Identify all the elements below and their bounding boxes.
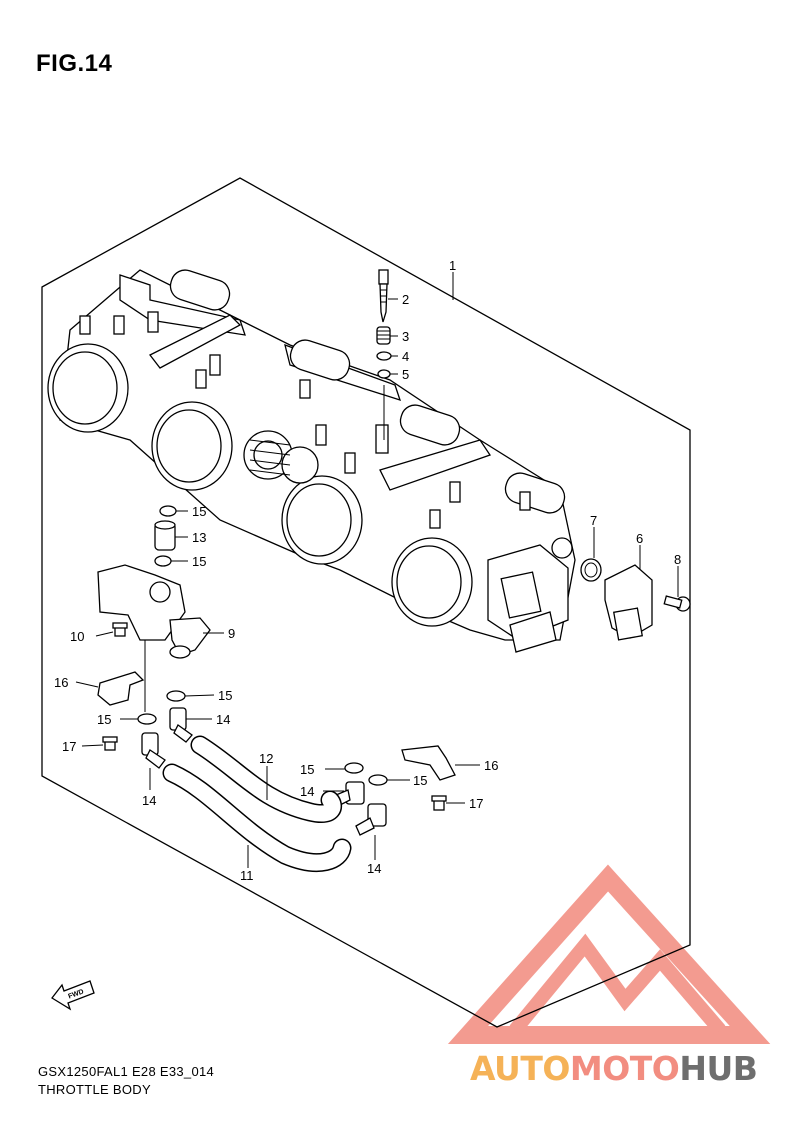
brand-hub: HUB — [679, 1049, 758, 1088]
joint-bracket-part — [97, 564, 211, 659]
joint-part — [154, 520, 176, 551]
model-code: GSX1250FAL1 E28 E33_014 — [38, 1064, 215, 1079]
callout-4: 4 — [402, 349, 409, 364]
diagram-caption: GSX1250FAL1 E28 E33_014 THROTTLE BODY — [38, 1063, 214, 1099]
clamp-part-16-right — [401, 745, 456, 781]
fwd-arrow-icon: FWD — [51, 980, 95, 1011]
callout-16-a: 16 — [54, 675, 68, 690]
sensor-part — [604, 564, 653, 641]
bolt-part-10 — [112, 622, 128, 637]
watermark-brand: AUTOMOTOHUB — [470, 1049, 758, 1088]
callout-17-a: 17 — [62, 739, 76, 754]
callout-15-f: 15 — [413, 773, 427, 788]
callout-15-b: 15 — [192, 554, 206, 569]
callout-12: 12 — [259, 751, 273, 766]
washer-part — [376, 351, 392, 361]
callout-16-b: 16 — [484, 758, 498, 773]
o-ring-part-15-d — [137, 713, 157, 725]
callout-17-b: 17 — [469, 796, 483, 811]
elbow-part-14-b — [141, 732, 166, 769]
callout-6: 6 — [636, 531, 643, 546]
brand-moto: MOTO — [569, 1049, 680, 1088]
callout-11: 11 — [240, 868, 254, 883]
callout-8: 8 — [674, 552, 681, 567]
callout-14-d: 14 — [367, 861, 381, 876]
o-ring-part-7 — [580, 558, 602, 582]
o-ring-part-15-c — [166, 690, 186, 702]
callout-15-d: 15 — [97, 712, 111, 727]
o-ring-part-15-f — [368, 774, 388, 786]
callout-3: 3 — [402, 329, 409, 344]
callout-9: 9 — [228, 626, 235, 641]
callout-14-b: 14 — [142, 793, 156, 808]
o-ring-part-15-e — [344, 762, 364, 774]
o-ring-part-15-mid — [154, 555, 172, 567]
sensor-screw-part — [663, 595, 691, 612]
o-ring-part-5 — [377, 369, 391, 379]
o-ring-part-15-upper — [159, 505, 177, 517]
watermark-logo-icon — [447, 864, 771, 1044]
callout-10: 10 — [70, 629, 84, 644]
adjust-screw-part — [378, 269, 389, 323]
assembly-outline — [41, 177, 691, 1028]
clamp-part-16-left — [97, 671, 145, 706]
figure-title: FIG.14 — [36, 50, 113, 77]
callout-14-c: 14 — [300, 784, 314, 799]
callout-5: 5 — [402, 367, 409, 382]
bolt-part-17-right — [431, 795, 447, 811]
bolt-part-17-left — [102, 736, 118, 751]
callout-7: 7 — [590, 513, 597, 528]
elbow-part-14-a — [169, 707, 193, 743]
spring-part — [376, 326, 391, 345]
throttle-body-assembly — [47, 269, 576, 653]
elbow-part-14-d — [355, 803, 387, 836]
callout-1: 1 — [449, 258, 456, 273]
callout-15-c: 15 — [218, 688, 232, 703]
callout-14-a: 14 — [216, 712, 230, 727]
brand-auto: AUTO — [470, 1049, 570, 1088]
callout-15-a: 15 — [192, 504, 206, 519]
leader-lines — [75, 272, 679, 868]
section-name: THROTTLE BODY — [38, 1082, 151, 1097]
callout-15-e: 15 — [300, 762, 314, 777]
callout-2: 2 — [402, 292, 409, 307]
callout-13: 13 — [192, 530, 206, 545]
